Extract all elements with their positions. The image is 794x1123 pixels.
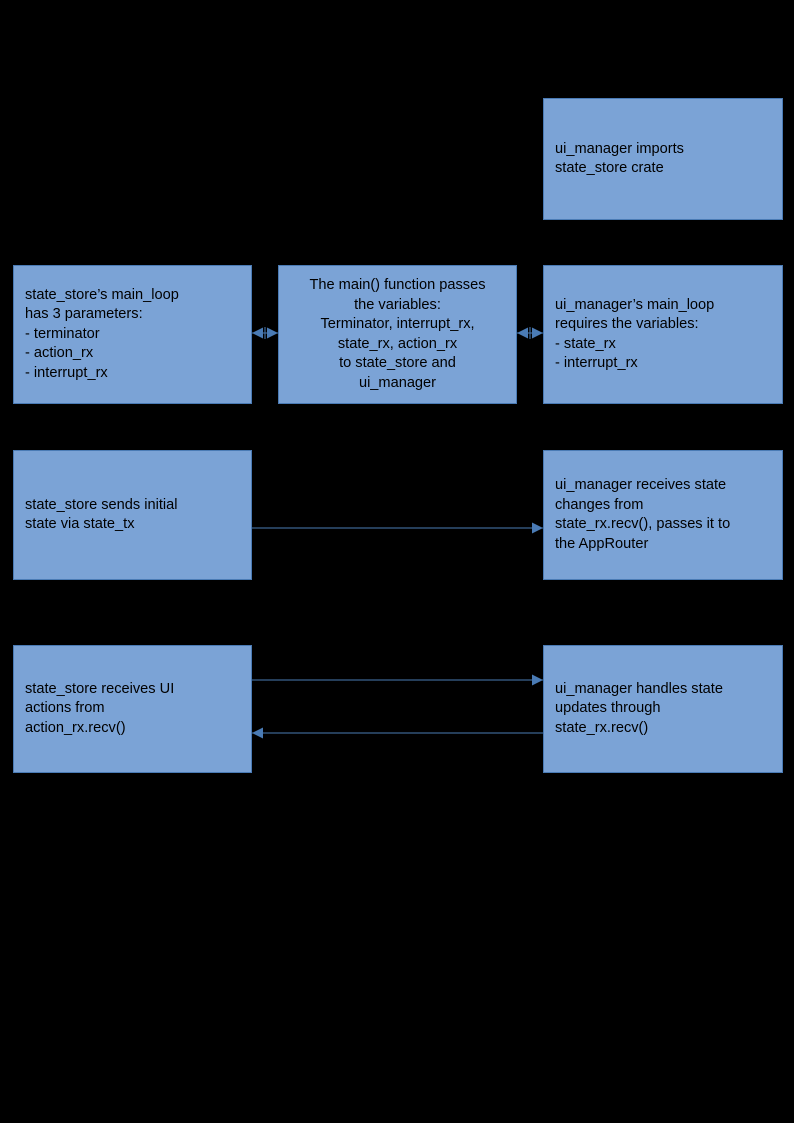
node-label: ui_manager imports state_store crate bbox=[555, 140, 684, 177]
node-label: The main() function passes the variables… bbox=[309, 277, 486, 391]
ui-manager-main-loop-node[interactable]: ui_manager’s main_loop requires the vari… bbox=[543, 265, 783, 404]
arrowhead-right-icon bbox=[267, 327, 278, 339]
edge-bidirectional-left-center bbox=[252, 327, 278, 339]
arrowhead-right-icon bbox=[532, 327, 543, 339]
node-label: ui_manager’s main_loop requires the vari… bbox=[555, 296, 715, 372]
main-function-passes-node[interactable]: The main() function passes the variables… bbox=[278, 265, 517, 404]
arrowhead-left-icon bbox=[517, 327, 528, 339]
node-label: ui_manager receives state changes from s… bbox=[555, 477, 731, 552]
node-label: state_store receives UI actions from act… bbox=[25, 680, 175, 736]
state-store-main-loop-node[interactable]: state_store’s main_loop has 3 parameters… bbox=[13, 265, 252, 404]
ui-manager-handles-state-node[interactable]: ui_manager handles state updates through… bbox=[543, 645, 783, 773]
node-label: ui_manager handles state updates through… bbox=[555, 680, 723, 736]
edge-ui-manager-to-state-store-actions bbox=[252, 727, 543, 739]
state-store-sends-initial-node[interactable]: state_store sends initial state via stat… bbox=[13, 450, 252, 580]
arrowhead-right-icon bbox=[532, 674, 543, 686]
ui-manager-imports-node[interactable]: ui_manager imports state_store crate bbox=[543, 98, 783, 220]
arrowhead-left-icon bbox=[252, 727, 263, 739]
arrowhead-right-icon bbox=[532, 522, 543, 534]
node-label: state_store sends initial state via stat… bbox=[25, 496, 178, 533]
edge-state-store-to-ui-manager-initial-state bbox=[252, 522, 543, 534]
edge-state-store-to-ui-manager-updates bbox=[252, 674, 543, 686]
arrowhead-left-icon bbox=[252, 327, 263, 339]
state-store-receives-ui-node[interactable]: state_store receives UI actions from act… bbox=[13, 645, 252, 773]
edge-bidirectional-center-right bbox=[517, 327, 543, 339]
node-label: state_store’s main_loop has 3 parameters… bbox=[25, 286, 179, 381]
ui-manager-receives-state-node[interactable]: ui_manager receives state changes from s… bbox=[543, 450, 783, 580]
